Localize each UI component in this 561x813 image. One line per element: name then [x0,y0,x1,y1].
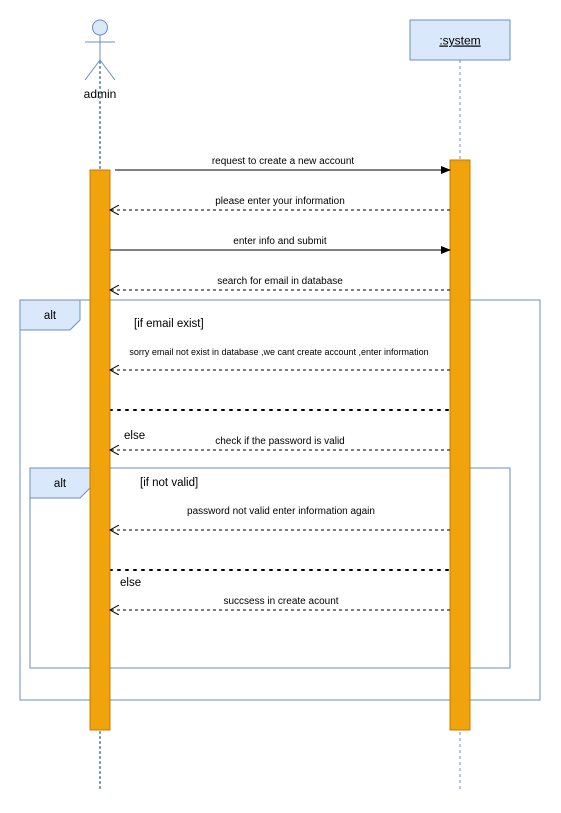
outer-alt-border [19,299,541,701]
outer-alt-else: else [124,430,145,442]
message-7: password not valid enter information aga… [110,506,450,530]
outer-alt-frame: alt [if email exist] else [19,299,541,701]
admin-activation-bar [89,169,111,731]
message-8-label: succsess in create acount [223,596,338,607]
message-4: search for email in database [110,276,450,290]
inner-alt-guard: [if not valid] [140,477,198,489]
message-3-label: enter info and submit [233,236,327,247]
message-1: request to create a new account [115,156,451,174]
outer-alt-tag-shape [19,299,81,331]
actor-right-leg [99,59,116,81]
system-lifeline-header [409,19,511,61]
message-8: succsess in create acount [110,596,450,610]
message-2-label: please enter your information [215,196,345,207]
inner-alt-tag: alt [54,478,67,490]
inner-alt-border [29,467,511,669]
outer-alt-guard: [if email exist] [134,318,204,330]
message-6-label: check if the password is valid [215,436,345,447]
message-3: enter info and submit [110,236,451,254]
inner-alt-tag-shape [29,467,91,499]
system-activation-bar [449,159,471,731]
message-5-label: sorry email not exist in database ,we ca… [129,347,428,357]
message-2: please enter your information [110,196,450,210]
message-5: sorry email not exist in database ,we ca… [110,347,450,370]
outer-alt-tag: alt [44,310,57,322]
message-4-label: search for email in database [217,276,343,287]
actor-left-leg [84,59,101,81]
inner-alt-else: else [120,577,141,589]
actor-head-icon [92,19,108,36]
message-1-label: request to create a new account [212,156,355,167]
inner-alt-frame: alt [if not valid] else [29,467,511,669]
message-7-label: password not valid enter information aga… [187,506,375,517]
admin-actor [84,19,116,81]
message-6: check if the password is valid [110,436,450,450]
system-name: :system [439,34,480,48]
